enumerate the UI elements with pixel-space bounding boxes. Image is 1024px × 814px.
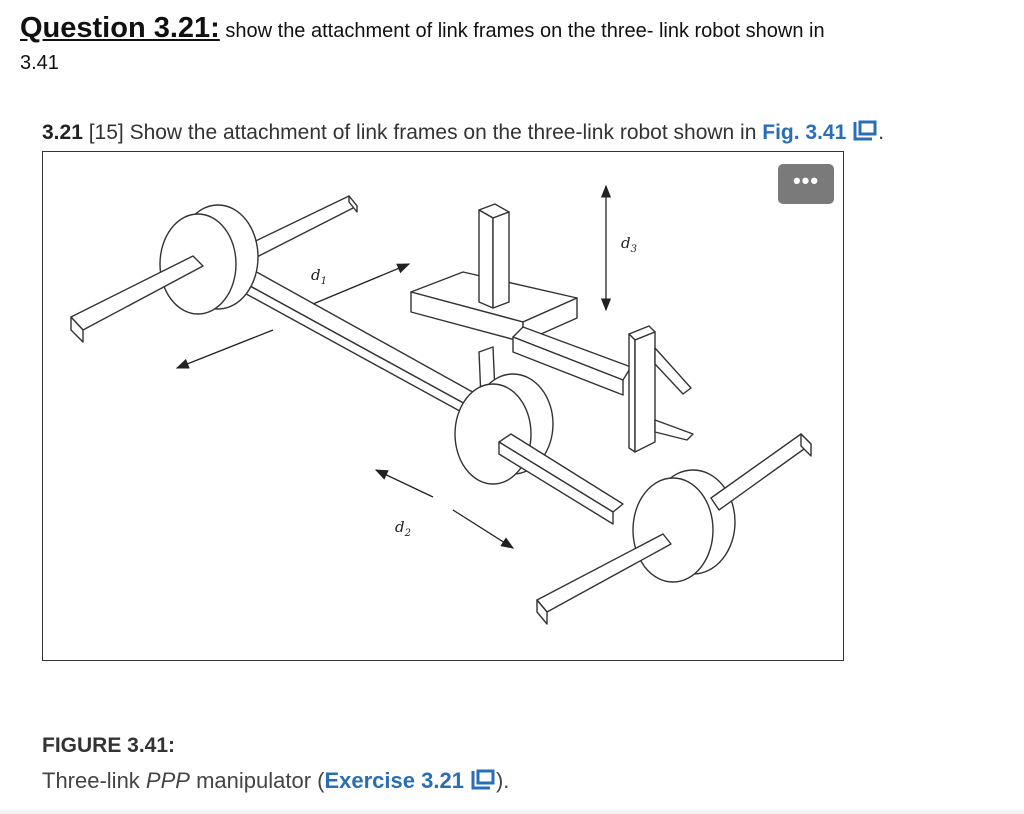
gripper-finger-bottom: [654, 419, 694, 441]
figure-link[interactable]: Fig. 3.41: [762, 121, 847, 144]
open-in-new-icon[interactable]: [852, 120, 878, 148]
exercise-statement: 3.21 [15] Show the attachment of link fr…: [42, 120, 884, 148]
d2-arrow-down: [452, 509, 515, 549]
d2-label: d2: [395, 518, 411, 539]
figure-label: FIGURE 3.41:: [42, 734, 176, 757]
d1-label: d1: [311, 266, 327, 287]
question-heading: Question 3.21: show the attachment of li…: [20, 14, 1010, 47]
d1-arrow-left: [175, 329, 274, 369]
right-disk: [632, 477, 714, 583]
exercise-end: .: [878, 121, 885, 144]
figure-frame: d1 d2 d3: [42, 151, 844, 661]
open-in-new-icon[interactable]: [470, 769, 496, 797]
exercise-text: [15] Show the attachment of link frames …: [82, 121, 763, 144]
more-options-button[interactable]: •••: [778, 164, 834, 204]
robot-diagram: d1 d2 d3: [70, 184, 812, 625]
bottom-divider: [0, 810, 1024, 814]
question-title: Question 3.21:: [20, 12, 220, 44]
d1-arrow-right: [312, 263, 411, 305]
exercise-link[interactable]: Exercise 3.21: [324, 768, 464, 793]
d2-arrow-up: [374, 469, 434, 498]
question-number-line: 3.41: [20, 52, 59, 74]
right-rod-back: [710, 433, 812, 511]
d3-label: d3: [621, 234, 637, 255]
question-text: show the attachment of link frames on th…: [219, 20, 825, 42]
gripper-finger-top: [654, 347, 692, 395]
middle-disk: [454, 383, 532, 485]
exercise-number: 3.21: [42, 121, 83, 144]
figure-caption: Three-link PPP manipulator (Exercise 3.2…: [42, 768, 509, 797]
